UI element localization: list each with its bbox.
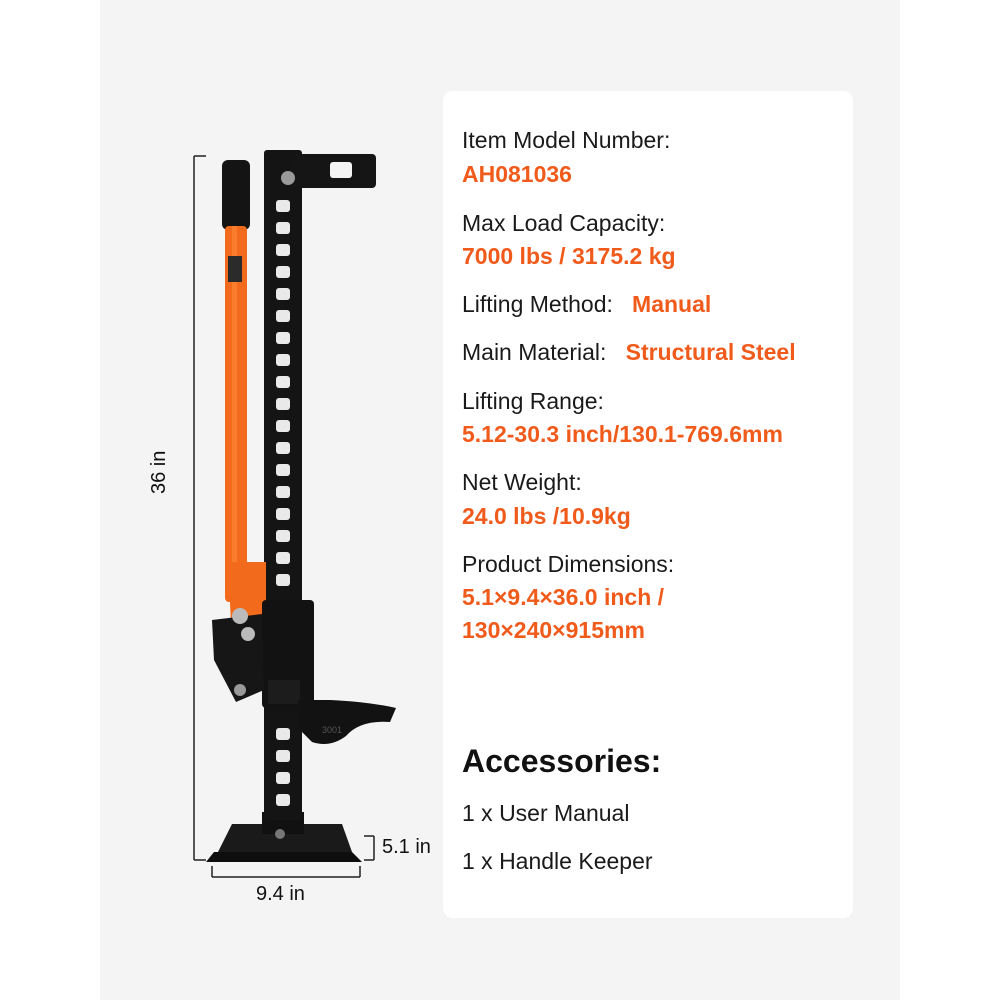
rack-hole bbox=[276, 794, 290, 806]
weight-label: Net Weight: bbox=[462, 469, 582, 495]
rack-hole bbox=[276, 486, 290, 498]
rack-hole bbox=[276, 420, 290, 432]
load-label: Max Load Capacity: bbox=[462, 210, 666, 236]
material-row: Main Material: Structural Steel bbox=[462, 337, 796, 367]
rack-hole bbox=[276, 310, 290, 322]
dims-label: Product Dimensions: bbox=[462, 551, 675, 577]
rack-hole bbox=[276, 442, 290, 454]
rack-hole bbox=[276, 266, 290, 278]
accessory-item: 1 x Handle Keeper bbox=[462, 848, 653, 874]
rack-hole bbox=[276, 574, 290, 586]
rack-hole bbox=[276, 728, 290, 740]
material-label: Main Material: bbox=[462, 339, 607, 365]
lifting-mechanism bbox=[212, 562, 314, 708]
height-label: 36 in bbox=[148, 450, 170, 494]
rack-hole bbox=[276, 244, 290, 256]
rack-hole bbox=[276, 398, 290, 410]
range-value: 5.12-30.3 inch/130.1-769.6mm bbox=[462, 421, 783, 447]
rack-hole bbox=[276, 332, 290, 344]
model-label: Item Model Number: bbox=[462, 127, 671, 153]
top-clamp bbox=[281, 154, 376, 188]
rack-hole bbox=[276, 552, 290, 564]
base-plate bbox=[206, 812, 362, 862]
height-dimension-line bbox=[193, 155, 206, 861]
rack-hole bbox=[276, 222, 290, 234]
weight-value: 24.0 lbs /10.9kg bbox=[462, 503, 631, 529]
specs-card: Item Model Number: AH081036 Max Load Cap… bbox=[443, 91, 853, 918]
model-value: AH081036 bbox=[462, 161, 572, 187]
steel-rack-bar bbox=[264, 150, 302, 820]
orange-handle bbox=[222, 160, 250, 602]
rack-hole bbox=[276, 530, 290, 542]
accessory-item: 1 x User Manual bbox=[462, 800, 630, 826]
material-value: Structural Steel bbox=[625, 339, 796, 365]
depth-dimension-line bbox=[364, 835, 375, 861]
rack-hole bbox=[276, 464, 290, 476]
depth-label: 5.1 in bbox=[382, 836, 431, 858]
width-dimension-line bbox=[211, 866, 361, 878]
rack-hole bbox=[276, 508, 290, 520]
lifting-nose: 3001 bbox=[298, 700, 396, 744]
method-label: Lifting Method: bbox=[462, 291, 613, 317]
method-row: Lifting Method: Manual bbox=[462, 289, 711, 319]
rack-hole bbox=[276, 200, 290, 212]
rack-hole bbox=[276, 772, 290, 784]
base-stamp-text: 3001 bbox=[322, 725, 342, 735]
rack-hole bbox=[276, 354, 290, 366]
rack-hole bbox=[276, 288, 290, 300]
dims-value-line-1: 5.1×9.4×36.0 inch / bbox=[462, 584, 665, 610]
method-value: Manual bbox=[632, 291, 712, 317]
dims-value-line-2: 130×240×915mm bbox=[462, 617, 645, 643]
load-value: 7000 lbs / 3175.2 kg bbox=[462, 243, 676, 269]
rack-hole bbox=[276, 750, 290, 762]
accessories-title: Accessories: bbox=[462, 743, 662, 779]
rack-hole bbox=[276, 376, 290, 388]
width-label: 9.4 in bbox=[256, 883, 305, 905]
range-label: Lifting Range: bbox=[462, 388, 604, 414]
